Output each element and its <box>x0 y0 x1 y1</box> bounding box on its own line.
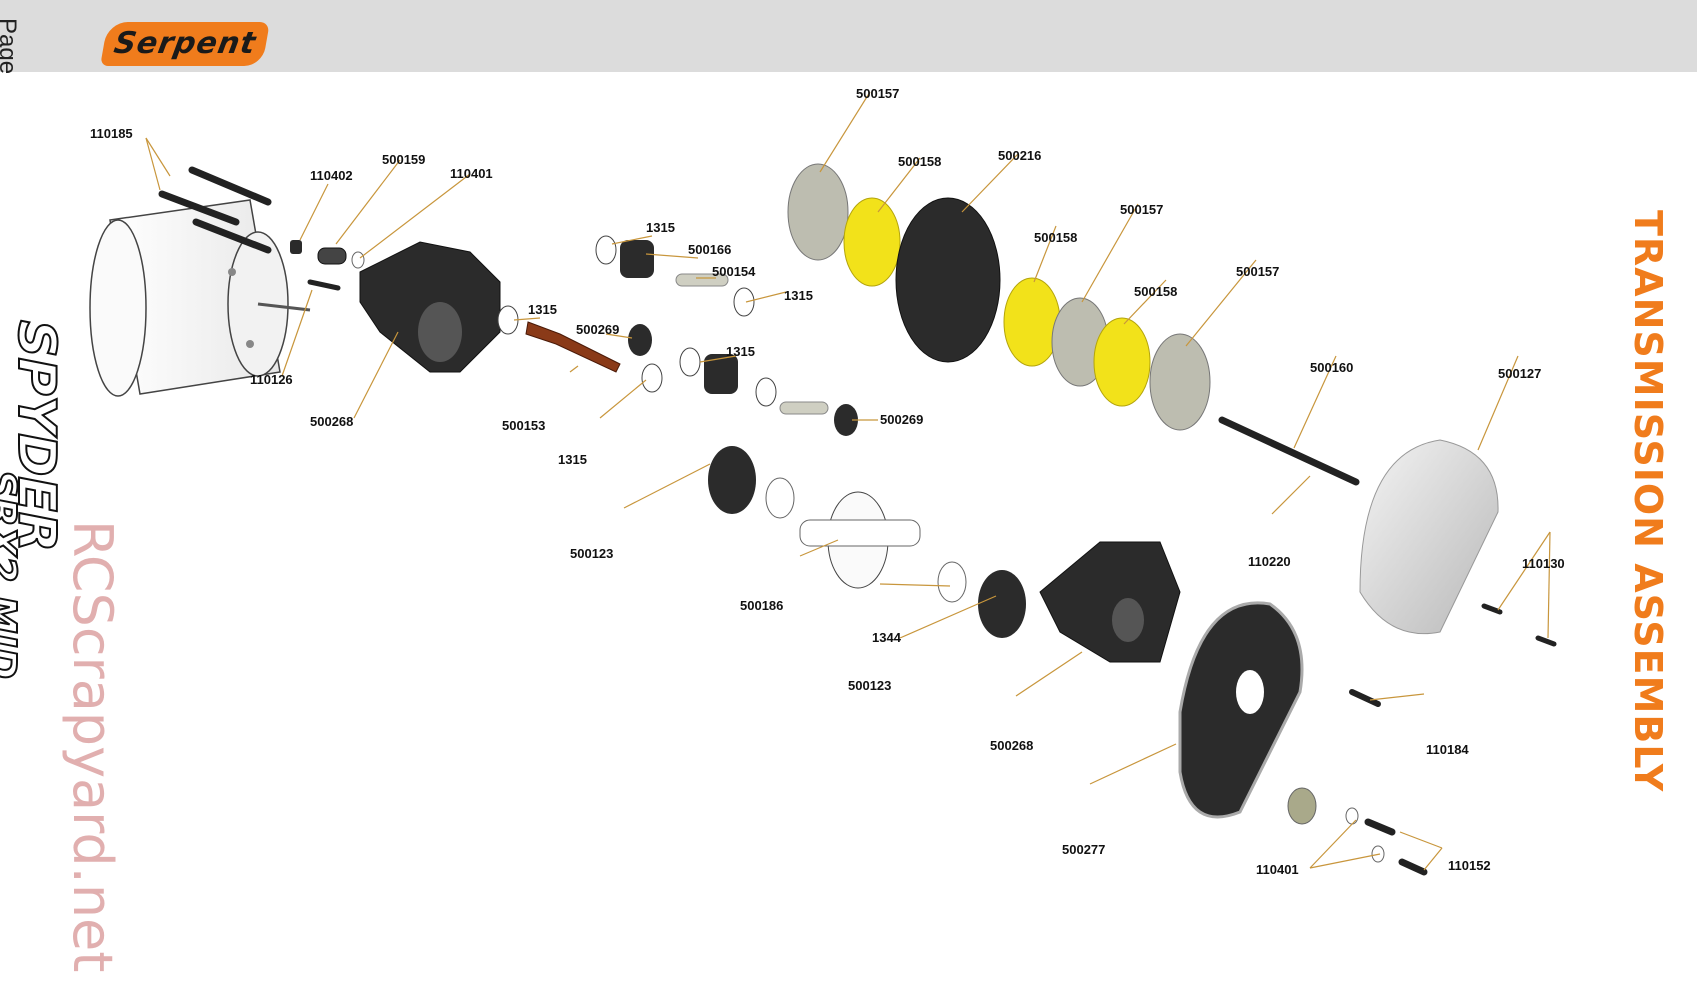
label-110220: 110220 <box>1248 554 1291 569</box>
label-1315-c: 1315 <box>528 302 557 317</box>
page-word: Page <box>0 18 21 75</box>
label-500277: 500277 <box>1062 842 1105 857</box>
label-500268: 500268 <box>310 414 353 429</box>
gearbox-half-right-part <box>1039 541 1181 663</box>
motor-part <box>89 199 311 397</box>
label-1344: 1344 <box>872 630 902 645</box>
label-1315-a: 1315 <box>646 220 675 235</box>
gearbox-half-left-part <box>359 241 501 373</box>
label-500159: 500159 <box>382 152 425 167</box>
label-500127: 500127 <box>1498 366 1541 381</box>
label-110152: 110152 <box>1448 858 1491 873</box>
label-110185: 110185 <box>90 126 133 141</box>
label-500157-b: 500157 <box>1120 202 1163 217</box>
cover-screws-part <box>1287 603 1557 876</box>
label-1315-d: 1315 <box>726 344 755 359</box>
label-500166: 500166 <box>688 242 731 257</box>
slipper-clutch-stack <box>787 163 1211 431</box>
differential-parts <box>708 446 1026 638</box>
label-500158-b: 500158 <box>1034 230 1077 245</box>
label-110401-b: 110401 <box>1256 862 1299 877</box>
label-500269-b: 500269 <box>880 412 923 427</box>
small-fasteners-part <box>290 240 365 291</box>
long-shaft-part <box>1218 416 1360 486</box>
label-500158-c: 500158 <box>1134 284 1177 299</box>
serpent-logo: Serpent <box>100 14 270 70</box>
gear-cover-part <box>1359 439 1499 635</box>
page-header <box>0 0 1697 72</box>
page-number-label: Page 22 <box>0 8 84 74</box>
label-500157-a: 500157 <box>856 86 899 101</box>
label-110126: 110126 <box>250 372 293 387</box>
label-500157-c: 500157 <box>1236 264 1279 279</box>
label-500158-a: 500158 <box>898 154 941 169</box>
label-500123-a: 500123 <box>570 546 613 561</box>
label-500268-b: 500268 <box>990 738 1033 753</box>
motor-plate-part <box>1178 601 1304 819</box>
label-110401: 110401 <box>450 166 493 181</box>
center-shaft-parts <box>497 235 858 436</box>
logo-text: Serpent <box>100 22 270 66</box>
label-500216: 500216 <box>998 148 1041 163</box>
label-1315-b: 1315 <box>784 288 813 303</box>
part-number-labels: 110185 110402 500159 110401 110126 50026… <box>90 86 1565 877</box>
exploded-parts-diagram: 110185 110402 500159 110401 110126 50026… <box>89 86 1565 877</box>
label-1315-e: 1315 <box>558 452 587 467</box>
label-500154: 500154 <box>712 264 756 279</box>
label-500186: 500186 <box>740 598 783 613</box>
leader-lines <box>145 91 1551 871</box>
label-500160: 500160 <box>1310 360 1353 375</box>
label-500123-b: 500123 <box>848 678 891 693</box>
label-110130: 110130 <box>1522 556 1565 571</box>
label-110402: 110402 <box>310 168 353 183</box>
label-110184: 110184 <box>1426 742 1469 757</box>
motor-screws-part <box>158 166 272 254</box>
label-500153: 500153 <box>502 418 545 433</box>
label-500269-a: 500269 <box>576 322 619 337</box>
